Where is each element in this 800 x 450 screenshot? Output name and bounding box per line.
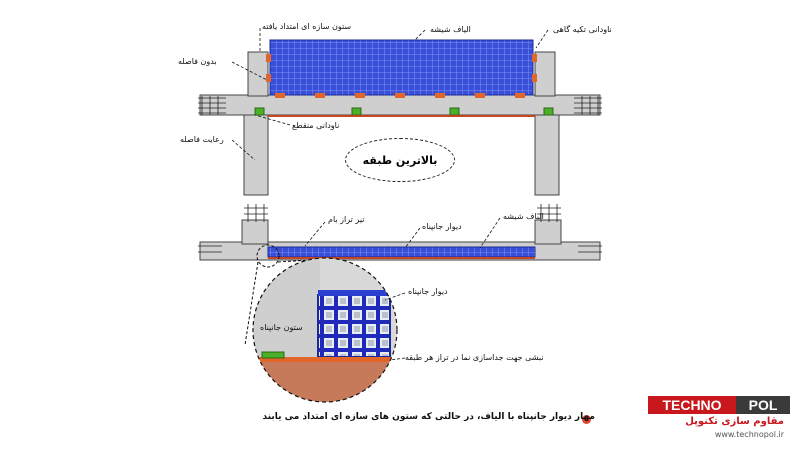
top-leaders — [231, 28, 549, 161]
mid-glass-band — [267, 246, 536, 258]
logo-url: www.technopol.ir — [714, 430, 784, 439]
label-broken-gutter: ناودانی منقطع — [292, 121, 340, 130]
detail-parapet-mesh — [317, 294, 391, 358]
logo-text-techno: TECHNO — [648, 396, 736, 414]
top-green-gutters — [254, 107, 554, 116]
label-roof-beam: تیر تراز بام — [328, 215, 365, 224]
detail-column-concrete — [253, 258, 320, 368]
detail-marker — [256, 244, 280, 268]
mid-leaders — [304, 217, 501, 249]
label-no-gap: بدون فاصله — [178, 57, 217, 66]
detail-connector-1 — [244, 261, 259, 346]
label-keep-gap: رعایت فاصله — [180, 135, 224, 144]
detail-green-angle — [261, 351, 285, 359]
label-detail-parapet: دیوار جانپناه — [408, 287, 448, 296]
detail-leaders — [384, 292, 406, 361]
mid-under-strip — [268, 257, 535, 259]
logo-subtitle: مقاوم سازی تکنوپل — [685, 416, 784, 427]
top-col-left-lower — [243, 114, 269, 196]
detail-circle-border — [252, 257, 398, 403]
label-glass-fiber-mid: الیاف شیشه — [503, 212, 544, 221]
top-col-left-upper — [247, 51, 269, 97]
logo-text-pol: POL — [736, 396, 790, 414]
top-col-right-lower — [534, 114, 560, 196]
label-glass-fiber-top: الیاف شیشه — [430, 25, 471, 34]
mid-rebar — [198, 204, 602, 253]
top-rebar-right — [574, 96, 602, 115]
detail-floor-slab — [253, 362, 397, 402]
mid-col-left — [241, 219, 269, 245]
top-side-anchors — [266, 54, 537, 82]
top-bottom-anchors — [275, 93, 525, 98]
detail-top-band — [318, 290, 390, 296]
label-column-extended: ستون سازه ای امتداد یافته — [262, 22, 352, 31]
top-under-strip — [268, 115, 535, 117]
label-parapet-column: ستون جانپناه — [260, 323, 303, 332]
top-col-right-upper — [534, 51, 556, 97]
technopol-logo: TECHNO POL مقاوم سازی تکنوپل www.technop… — [648, 396, 790, 446]
page-title: بالاترین طبقه — [345, 138, 455, 182]
caption-note: مهار دیوار جانپناه با الیاف، در حالتی که… — [262, 412, 596, 422]
top-rebar-left — [198, 96, 226, 115]
note-bullet-icon — [582, 415, 591, 424]
top-glass-mesh — [269, 39, 534, 96]
label-separation-angle: نبشی جهت جداسازی نما در تراز هر طبقه — [405, 353, 544, 362]
label-parapet-wall: دیوار جانپناه — [422, 222, 462, 231]
label-support-gutter: ناودانی تکیه گاهی — [553, 25, 612, 34]
detail-floor-strip — [253, 357, 397, 362]
mid-col-right — [534, 219, 562, 245]
